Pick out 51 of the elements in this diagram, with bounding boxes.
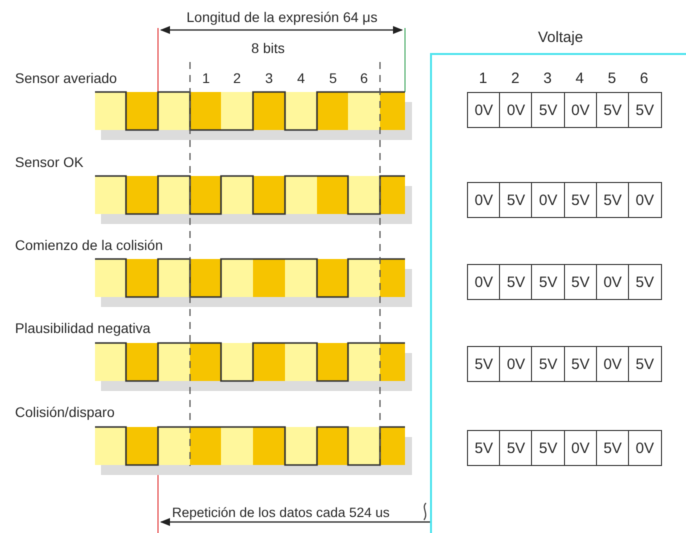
signal-name: Colisión/disparo [15,404,115,420]
voltage-cell: 5V [628,346,662,382]
panel-title: Voltaje [538,30,584,46]
voltage-cell: 0V [564,92,598,128]
voltage-cell: 5V [499,264,533,300]
signal-name: Comienzo de la colisión [15,237,163,253]
voltage-cell: 0V [596,346,630,382]
voltage-cell: 0V [564,430,598,466]
voltage-cell: 0V [531,182,566,218]
voltage-cell: 5V [564,182,598,218]
voltage-cell: 5V [531,92,566,128]
bit-number: 4 [576,71,584,87]
bit-number: 2 [233,70,241,86]
bit-number: 4 [297,70,305,86]
voltage-cell: 5V [499,182,533,218]
voltage-cell: 5V [628,264,662,300]
voltage-cell: 5V [467,430,501,466]
bit-number: 5 [329,70,337,86]
voltage-cell: 5V [531,346,566,382]
note-label: Repetición de los datos cada 524 us [172,505,390,521]
voltage-cell: 5V [564,264,598,300]
voltage-cell: 5V [467,346,501,382]
voltage-cell: 0V [467,182,501,218]
voltage-cell: 0V [499,92,533,128]
bit-number: 6 [360,70,368,86]
signal-name: Sensor averiado [15,70,117,86]
bit-number: 5 [608,71,616,87]
bit-number: 3 [543,71,552,87]
voltage-cell: 0V [628,430,662,466]
voltage-cell: 0V [467,264,501,300]
bit-number: 2 [511,71,520,87]
voltage-cell: 5V [531,430,566,466]
voltage-cell: 0V [628,182,662,218]
bit-number: 3 [265,70,273,86]
voltage-cell: 5V [531,264,566,300]
voltage-cell: 5V [628,92,662,128]
bit-number: 1 [202,70,210,86]
voltage-cell: 5V [596,182,630,218]
dimension-label: Longitud de la expresión 64 μs [186,9,378,25]
bit-number: 6 [640,71,648,87]
signal-name: Sensor OK [15,154,84,170]
bit-number: 1 [478,71,488,87]
voltage-cell: 5V [499,430,533,466]
voltage-cell: 5V [596,430,630,466]
voltage-cell: 5V [564,346,598,382]
voltage-cell: 5V [596,92,630,128]
voltage-cell: 0V [467,92,501,128]
bit-count-label: 8 bits [251,40,285,56]
signal-name: Plausibilidad negativa [15,320,150,336]
voltage-cell: 0V [596,264,630,300]
voltage-cell: 0V [499,346,533,382]
